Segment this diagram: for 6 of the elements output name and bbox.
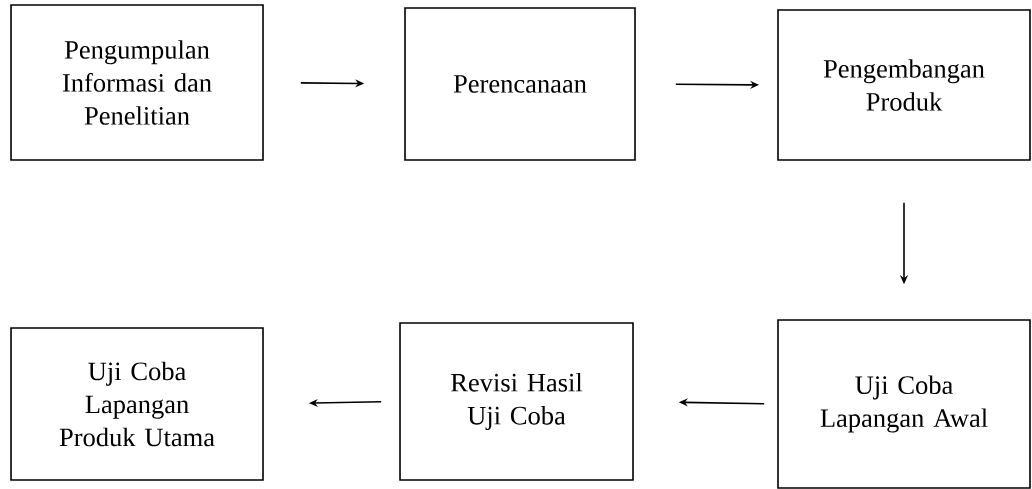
process-box: Perencanaan xyxy=(404,7,636,161)
process-box: Uji Coba Lapangan Awal xyxy=(777,319,1031,489)
process-box: Uji Coba Lapangan Produk Utama xyxy=(10,327,264,481)
process-box: Pengumpulan Informasi dan Penelitian xyxy=(10,4,264,161)
process-box: Pengembangan Produk xyxy=(777,9,1031,161)
process-box: Revisi Hasil Uji Coba xyxy=(399,322,634,481)
